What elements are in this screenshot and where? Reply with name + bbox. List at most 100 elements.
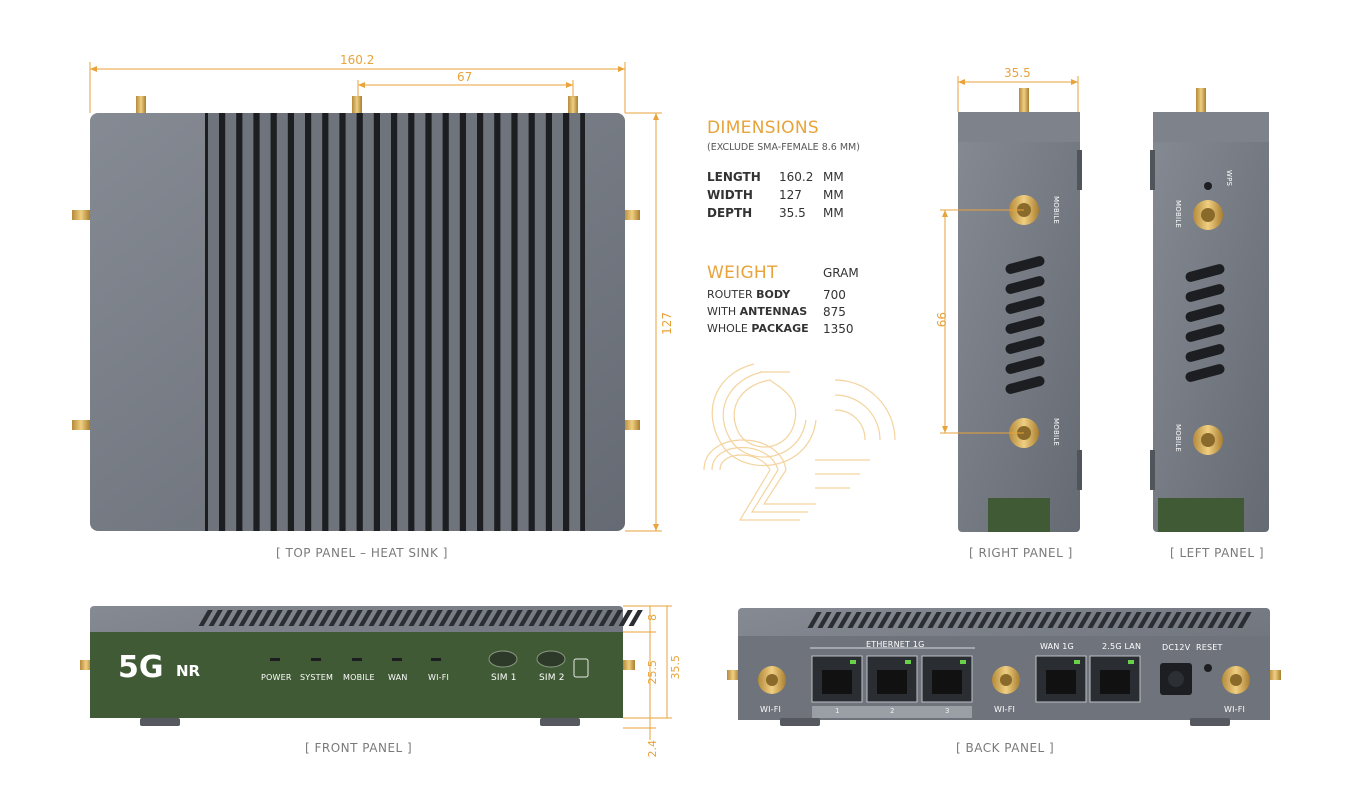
vent-slot: [448, 610, 463, 626]
ethernet-label: ETHERNET 1G: [866, 640, 925, 649]
vent-slot: [1087, 612, 1102, 628]
ethernet-led: [960, 660, 966, 664]
led-label: WI-FI: [428, 673, 450, 682]
vent-slot: [1227, 612, 1242, 628]
weight-row-prefix: WHOLE: [707, 322, 752, 335]
vent-slot: [1137, 612, 1152, 628]
vent-slot: [268, 610, 283, 626]
vent-slot: [418, 610, 433, 626]
dimensions-note: (EXCLUDE SMA-FEMALE 8.6 MM): [707, 142, 860, 153]
heat-sink-fin: [466, 113, 477, 531]
vent-slot: [1057, 612, 1072, 628]
heat-sink-fin: [380, 113, 391, 531]
vent-slot: [378, 610, 393, 626]
sim1-label: SIM 1: [491, 673, 517, 683]
vent-slot: [1147, 612, 1162, 628]
left-panel-caption: [ LEFT PANEL ]: [1170, 546, 1265, 560]
vent-slot: [258, 610, 273, 626]
left-mobile-label-2: MOBILE: [1174, 424, 1182, 452]
port-number: 1: [835, 707, 840, 715]
vent-slot: [438, 610, 453, 626]
weight-row-label: ROUTER BODY: [707, 288, 790, 301]
vent-slot: [977, 612, 992, 628]
top-panel-caption: [ TOP PANEL – HEAT SINK ]: [276, 546, 448, 560]
weight-row-label: WITH ANTENNAS: [707, 305, 807, 318]
vent-slot: [1027, 612, 1042, 628]
heat-sink-fin: [431, 113, 443, 531]
right-mobile-label-1: MOBILE: [1052, 196, 1060, 224]
heat-sink-fin: [448, 113, 460, 531]
front-nr-logo: NR: [176, 662, 201, 680]
dimension-row-unit: MM: [823, 188, 844, 202]
heat-sink-fin: [552, 113, 563, 531]
vent-slot: [538, 610, 553, 626]
vent-slot: [817, 612, 832, 628]
vent-slot: [218, 610, 233, 626]
ethernet-port-socket: [1046, 670, 1076, 694]
port-number: 2: [890, 707, 895, 715]
left-mobile-label-1: MOBILE: [1174, 200, 1182, 228]
vent-slot: [348, 610, 363, 626]
dimension-row-unit: MM: [823, 170, 844, 184]
heat-sink-fin: [225, 113, 237, 531]
vent-slot: [1157, 612, 1172, 628]
dimension-row-label: LENGTH: [707, 170, 761, 184]
vent-slot: [398, 610, 413, 626]
top-inner-width-label: 67: [457, 70, 473, 84]
heat-sink-fin: [534, 113, 546, 531]
vent-slot: [208, 610, 223, 626]
weight-row-emphasis: ANTENNAS: [739, 305, 808, 318]
front-5g-logo: 5G: [118, 650, 164, 685]
weight-title: WEIGHT: [707, 263, 778, 283]
dimension-row-value: 35.5: [779, 206, 806, 220]
vent-slot: [338, 610, 353, 626]
vent-slot: [967, 612, 982, 628]
led-label: POWER: [261, 673, 292, 682]
vent-slot: [1207, 612, 1222, 628]
vent-slot: [618, 610, 633, 626]
ethernet-port-socket: [1100, 670, 1130, 694]
vent-slot: [238, 610, 253, 626]
top-width-label: 160.2: [340, 53, 375, 67]
weight-unit: GRAM: [823, 266, 859, 280]
heat-sink-fin: [362, 113, 374, 531]
vent-slot: [937, 612, 952, 628]
vent-slot: [1067, 612, 1082, 628]
vent-slot: [228, 610, 243, 626]
heat-sink-fin: [311, 113, 323, 531]
wifi-label-1: WI-FI: [760, 705, 782, 714]
vent-slot: [298, 610, 313, 626]
front-panel-caption: [ FRONT PANEL ]: [305, 741, 413, 755]
ethernet-led: [1128, 660, 1134, 664]
vent-slot: [987, 612, 1002, 628]
vent-slot: [578, 610, 593, 626]
heat-sink-fin: [517, 113, 529, 531]
weight-row-value: 700: [823, 288, 846, 302]
vent-slot: [897, 612, 912, 628]
vent-slot: [408, 610, 423, 626]
ethernet-port-socket: [822, 670, 852, 694]
vent-slot: [917, 612, 932, 628]
vent-slot: [877, 612, 892, 628]
wifi-label-3: WI-FI: [1224, 705, 1246, 714]
vent-slot: [1017, 612, 1032, 628]
vent-slot: [598, 610, 613, 626]
right-mobile-label-2: MOBILE: [1052, 418, 1060, 446]
side-width-label: 35.5: [1004, 66, 1031, 80]
vent-slot: [907, 612, 922, 628]
led-label: MOBILE: [343, 673, 375, 682]
vent-slot: [518, 610, 533, 626]
vent-slot: [428, 610, 443, 626]
vent-slot: [1117, 612, 1132, 628]
vent-slot: [1037, 612, 1052, 628]
dimension-row-value: 160.2: [779, 170, 814, 184]
left-wps-label: WPS: [1225, 170, 1233, 187]
sim2-label: SIM 2: [539, 673, 565, 683]
vent-slot: [498, 610, 513, 626]
vent-slot: [1167, 612, 1182, 628]
heat-sink-fin: [414, 113, 426, 531]
